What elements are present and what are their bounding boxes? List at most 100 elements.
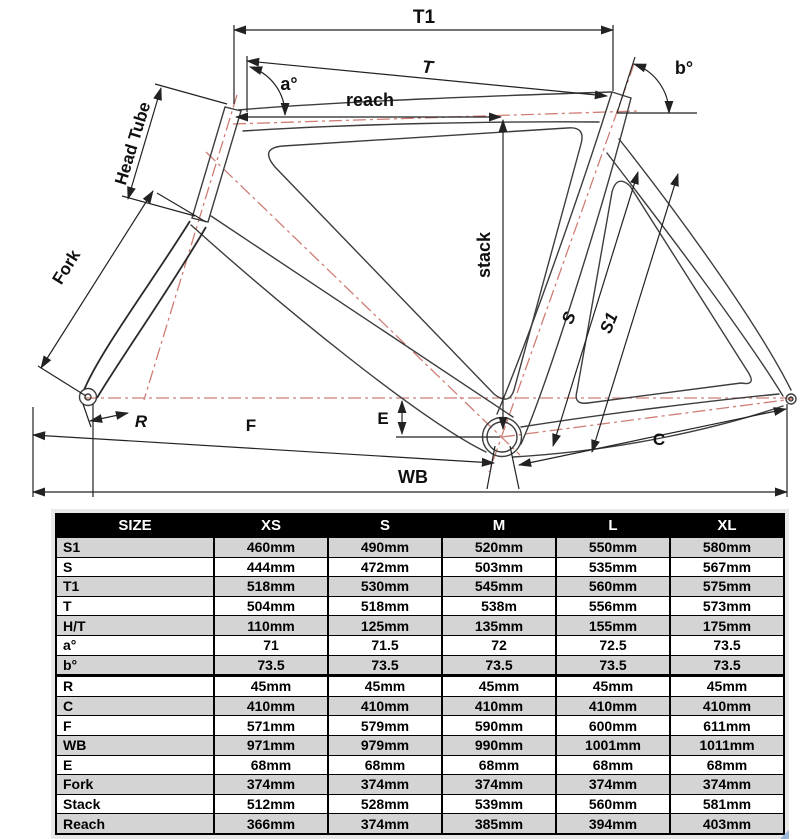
value-cell: 71 [213, 634, 329, 656]
row-label: F [55, 715, 215, 736]
value-cell: 520mm [441, 536, 557, 558]
row-label: R [55, 674, 215, 697]
row-label: WB [55, 734, 215, 756]
dim-head-tube-ext2 [121, 195, 196, 217]
value-cell: 68mm [213, 754, 329, 776]
value-cell: 410mm [213, 695, 329, 717]
value-cell: 580mm [669, 536, 785, 558]
value-cell: 560mm [555, 793, 671, 815]
value-cell: 990mm [441, 734, 557, 756]
seattube-centerline [488, 63, 635, 473]
column-header-xs: XS [213, 513, 329, 538]
dim-head-tube [127, 86, 162, 201]
value-cell: 611mm [669, 715, 785, 736]
label-c: C [653, 430, 665, 449]
value-cell: 573mm [669, 595, 785, 617]
steering-axis-centerline [143, 94, 238, 401]
table-resize-handle [780, 829, 789, 839]
front-dropout-outer [78, 387, 98, 407]
front-dropout-inner [84, 393, 92, 401]
value-cell: 1001mm [555, 734, 671, 756]
label-stack: stack [474, 231, 494, 278]
dim-seat-angle-arm1 [616, 56, 636, 114]
row-label: Reach [55, 813, 215, 835]
dim-ext-bb-left [486, 445, 496, 490]
label-b-angle: b° [675, 58, 693, 78]
value-cell: 410mm [555, 695, 671, 717]
value-cell: 579mm [327, 715, 443, 736]
value-cell: 1011mm [669, 734, 785, 756]
value-cell: 366mm [213, 813, 329, 835]
value-cell: 518mm [213, 576, 329, 597]
value-cell: 394mm [555, 813, 671, 835]
label-r: R [135, 412, 148, 431]
row-label: T [55, 595, 215, 617]
dim-t [245, 57, 609, 100]
value-cell: 545mm [441, 576, 557, 597]
value-cell: 556mm [555, 595, 671, 617]
bike-frame-outline [78, 91, 797, 458]
value-cell: 374mm [441, 774, 557, 795]
chain-stay-upper-edge [520, 393, 780, 428]
label-t1: T1 [413, 7, 436, 28]
value-cell: 72.5 [555, 634, 671, 656]
down-tube-lower-edge [190, 224, 487, 453]
rear-dropout-inner [788, 396, 794, 402]
dim-rake-r [88, 411, 130, 423]
value-cell: 503mm [441, 556, 557, 578]
value-cell: 979mm [327, 734, 443, 756]
value-cell: 73.5 [555, 654, 671, 677]
dimension-lines [31, 25, 789, 497]
value-cell: 68mm [327, 754, 443, 776]
value-cell: 68mm [555, 754, 671, 776]
value-cell: 567mm [669, 556, 785, 578]
value-cell: 410mm [441, 695, 557, 717]
value-cell: 374mm [327, 774, 443, 795]
value-cell: 539mm [441, 793, 557, 815]
value-cell: 45mm [555, 674, 671, 697]
rear-triangle-cutout [575, 180, 752, 404]
value-cell: 504mm [213, 595, 329, 617]
value-cell: 45mm [213, 674, 329, 697]
value-cell: 581mm [669, 793, 785, 815]
dim-fork [40, 190, 154, 369]
value-cell: 971mm [213, 734, 329, 756]
top-tube-lower-edge [242, 121, 600, 132]
value-cell: 518mm [327, 595, 443, 617]
fork-left-edge [83, 220, 191, 391]
value-cell: 125mm [327, 615, 443, 636]
value-cell: 68mm [669, 754, 785, 776]
value-cell: 472mm [327, 556, 443, 578]
value-cell: 135mm [441, 615, 557, 636]
dim-seat-s [552, 170, 639, 448]
chain-stay-lower-edge [512, 405, 784, 458]
top-tube-upper-edge [237, 91, 612, 111]
row-label: S1 [55, 536, 215, 558]
row-label: T1 [55, 576, 215, 597]
value-cell: 528mm [327, 793, 443, 815]
chainstay-centerline [501, 398, 794, 438]
value-cell: 45mm [327, 674, 443, 697]
dim-fork-ext1 [156, 192, 207, 223]
column-header-size: SIZE [55, 513, 215, 538]
value-cell: 73.5 [441, 654, 557, 677]
dim-fork-ext2 [37, 365, 87, 397]
dim-ext-bb-right [509, 445, 520, 490]
diagram-labels: T1 T a° b° reach stack Head Tube Fork S … [49, 7, 694, 487]
label-s1: S1 [596, 310, 621, 336]
row-label: b° [55, 654, 215, 677]
value-cell: 530mm [327, 576, 443, 597]
